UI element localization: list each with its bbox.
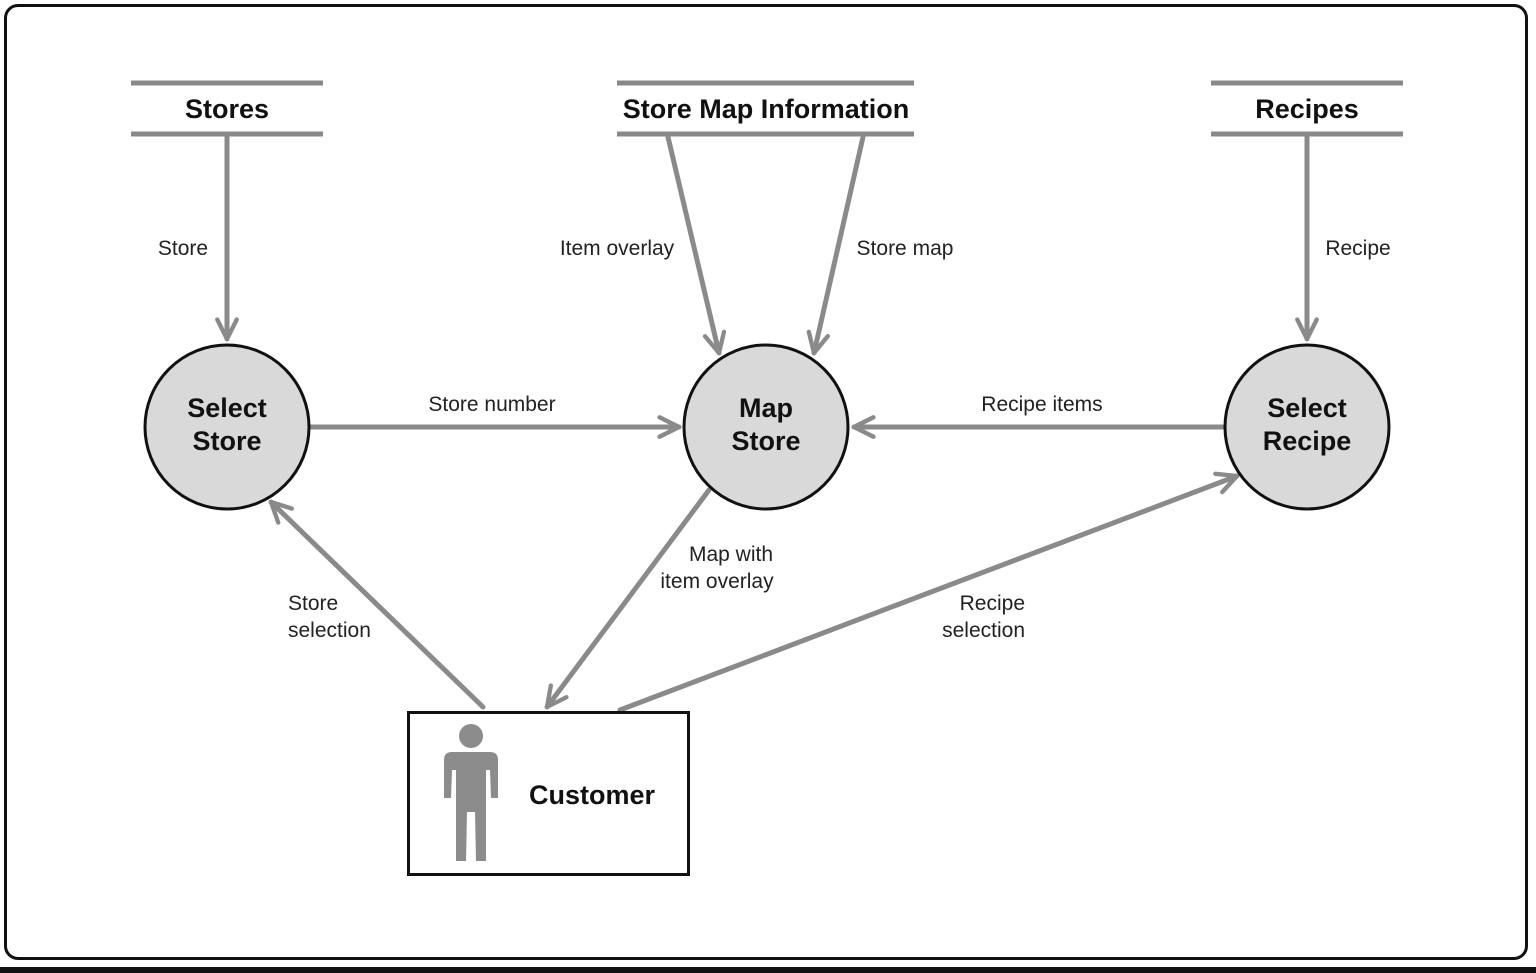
data-store-recipes-label: Recipes bbox=[1255, 94, 1359, 124]
flow-label-store-selection-line-2: selection bbox=[288, 619, 371, 642]
process-map-store: Map Store bbox=[682, 343, 850, 511]
flow-label-item-overlay: Item overlay bbox=[560, 237, 675, 260]
flow-label-recipe: Recipe bbox=[1325, 237, 1390, 260]
data-store-stores: Stores bbox=[131, 80, 323, 137]
flow-label-store-map: Store map bbox=[857, 237, 954, 260]
flow-label-recipe-selection-line-2: selection bbox=[942, 619, 1025, 642]
flow-label-store-selection-line-1: Store bbox=[288, 592, 338, 615]
flow-label-recipe-selection-line-1: Recipe bbox=[960, 592, 1025, 615]
process-select-recipe-line-1: Select bbox=[1267, 393, 1347, 423]
flow-label-recipe-items: Recipe items bbox=[981, 393, 1102, 416]
flow-arrow-recipe-selection bbox=[617, 471, 1240, 713]
process-select-recipe: Select Recipe bbox=[1223, 343, 1391, 511]
flow-arrow-map-with-item-overlay bbox=[544, 487, 712, 710]
flow-label-map-with-line-1: Map with bbox=[689, 543, 773, 566]
data-store-map-information: Store Map Information bbox=[617, 80, 914, 137]
data-store-recipes: Recipes bbox=[1211, 80, 1403, 137]
flow-arrow-item-overlay bbox=[665, 134, 727, 356]
data-store-map-information-label: Store Map Information bbox=[623, 94, 910, 124]
flow-arrow-store-map bbox=[806, 134, 866, 356]
flow-label-store-number: Store number bbox=[428, 393, 555, 416]
flow-arrow-store-selection bbox=[268, 499, 486, 710]
process-select-store: Select Store bbox=[143, 343, 311, 511]
person-icon bbox=[444, 724, 498, 861]
process-map-store-line-1: Map bbox=[739, 393, 793, 423]
flow-label-store: Store bbox=[158, 237, 208, 260]
data-store-stores-label: Stores bbox=[185, 94, 269, 124]
process-select-store-line-1: Select bbox=[187, 393, 267, 423]
diagram-frame bbox=[4, 4, 1528, 960]
process-select-recipe-line-2: Recipe bbox=[1263, 426, 1352, 456]
external-entity-customer-label: Customer bbox=[529, 780, 656, 810]
process-map-store-line-2: Store bbox=[731, 426, 800, 456]
external-entity-customer: Customer bbox=[407, 711, 690, 876]
bottom-rule bbox=[0, 967, 1536, 973]
process-select-store-line-2: Store bbox=[192, 426, 261, 456]
flow-label-map-with-line-2: item overlay bbox=[660, 570, 774, 593]
